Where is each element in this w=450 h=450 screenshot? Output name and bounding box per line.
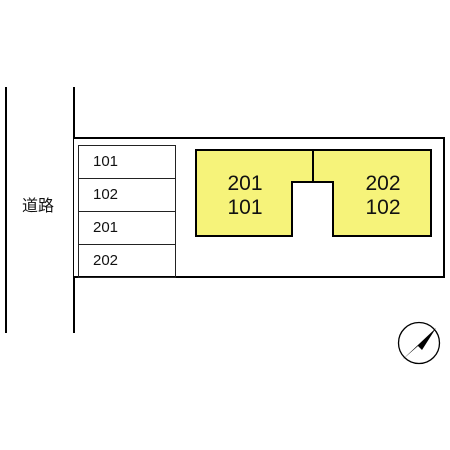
parking-area: 101 102 201 202 (78, 145, 176, 278)
parking-slot: 202 (93, 252, 119, 269)
north-arrow-icon (396, 320, 442, 371)
apartment-building: 201 101 202 102 (195, 149, 435, 246)
unit-right-upper: 202 (365, 172, 401, 195)
road-label: 道路 (22, 198, 55, 215)
parking-slot: 101 (79, 146, 175, 179)
parking-slot: 102 (79, 179, 175, 212)
building-outline (195, 149, 432, 237)
road-edge-left (5, 87, 7, 333)
unit-left-upper: 201 (227, 172, 263, 195)
parking-slot: 201 (79, 212, 175, 245)
unit-left-lower: 101 (227, 196, 263, 219)
unit-right-lower: 102 (365, 196, 401, 219)
